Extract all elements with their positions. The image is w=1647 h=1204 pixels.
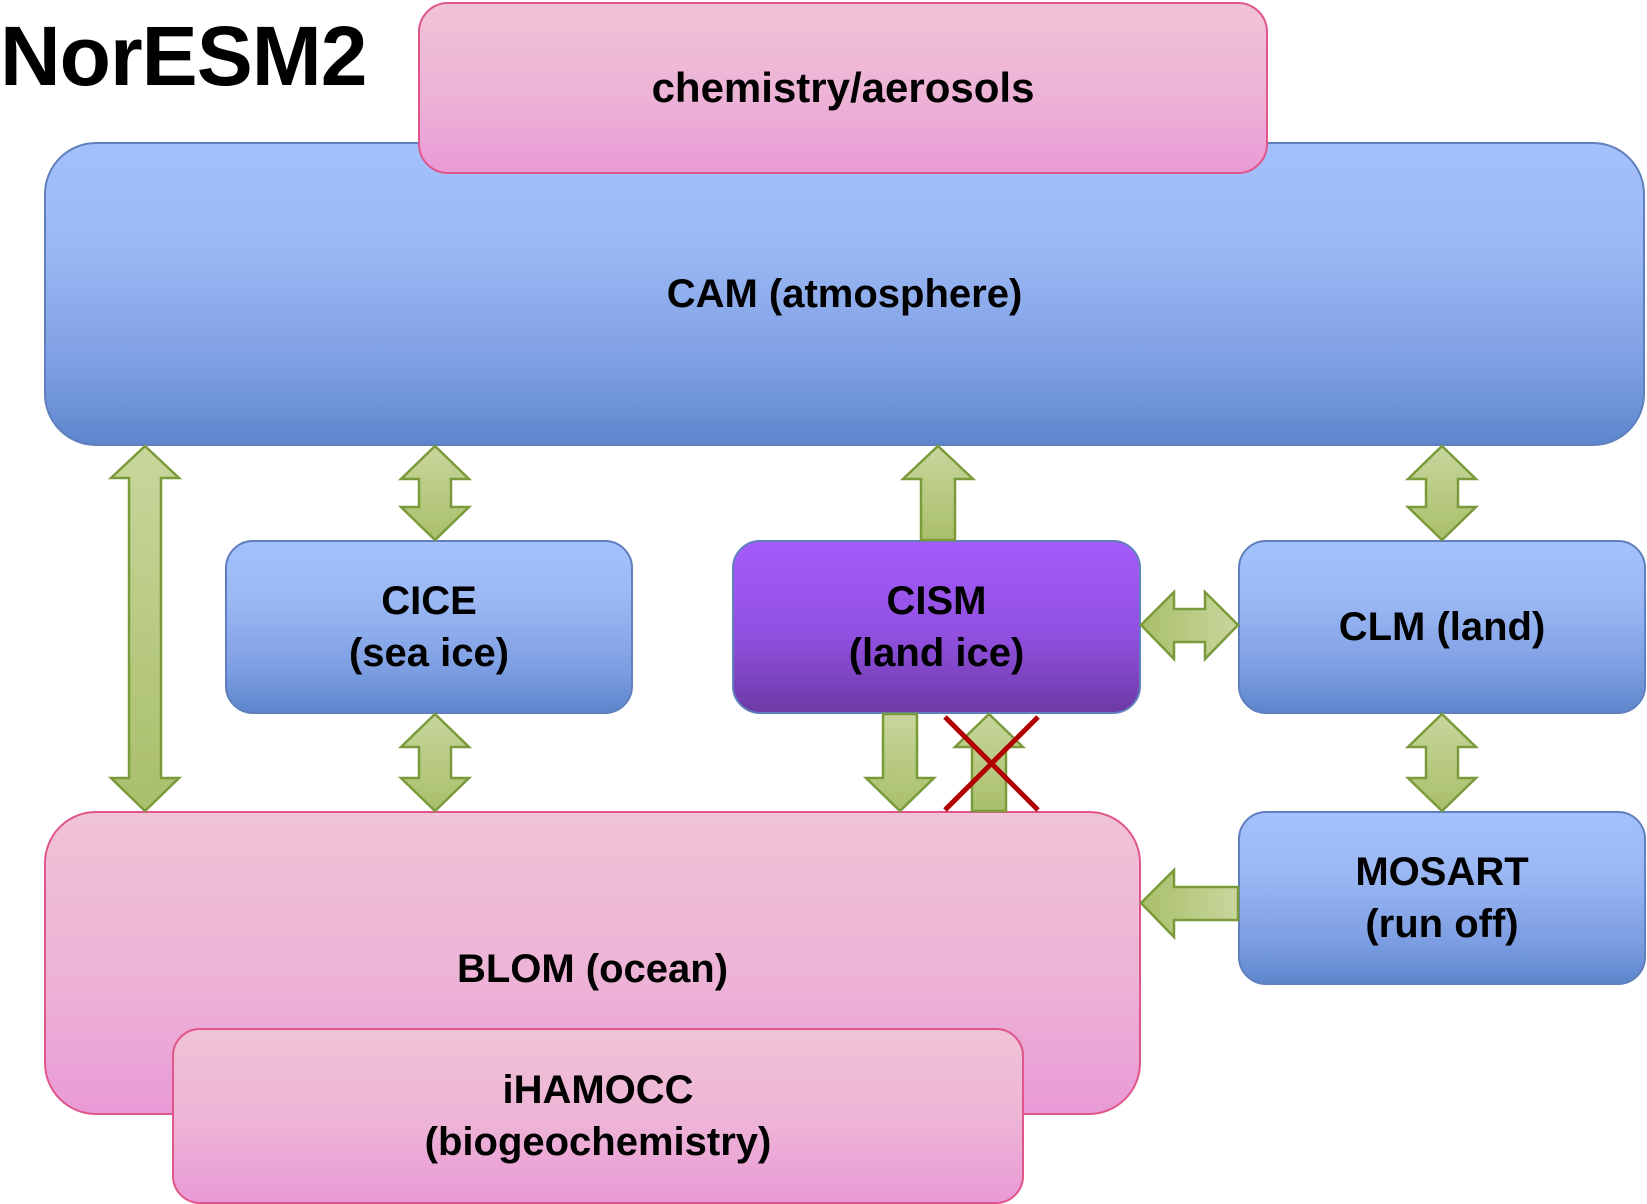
cism-land-ice-box: CISM (land ice): [732, 540, 1141, 714]
clm-label: CLM (land): [1338, 605, 1546, 649]
chemistry-aerosols-box: chemistry/aerosols: [418, 2, 1268, 174]
diagram-title: NorESM2: [0, 9, 367, 103]
arrow-cam-blom: [107, 444, 183, 813]
arrow-cam-clm: [1404, 444, 1480, 542]
cice-sea-ice-box: CICE (sea ice): [225, 540, 633, 714]
arrow-cism-to-cam: [899, 444, 977, 542]
mosart-name: MOSART: [1355, 850, 1529, 894]
arrow-mosart-to-blom: [1139, 866, 1240, 941]
blom-label: BLOM (ocean): [456, 947, 729, 991]
chemistry-label: chemistry/aerosols: [651, 63, 1035, 111]
cice-name: CICE: [381, 579, 477, 623]
cice-description: (sea ice): [348, 631, 510, 675]
arrow-cice-blom: [397, 712, 473, 813]
ihamocc-biogeochemistry-box: iHAMOCC (biogeochemistry): [172, 1028, 1024, 1204]
arrow-blom-to-cism-disabled: [951, 712, 1027, 813]
disabled-coupling-cross-icon: [943, 715, 1040, 812]
arrow-cism-to-blom: [862, 712, 938, 813]
ihamocc-description: (biogeochemistry): [424, 1120, 772, 1164]
ihamocc-name: iHAMOCC: [502, 1068, 694, 1112]
mosart-description: (run off): [1365, 902, 1519, 946]
arrow-cism-clm: [1139, 588, 1240, 663]
cism-description: (land ice): [848, 631, 1025, 675]
arrow-cam-cice: [397, 444, 473, 542]
arrow-clm-mosart: [1404, 712, 1480, 813]
cam-label: CAM (atmosphere): [666, 272, 1023, 316]
cism-name: CISM: [886, 579, 987, 623]
clm-land-box: CLM (land): [1238, 540, 1646, 714]
mosart-runoff-box: MOSART (run off): [1238, 811, 1646, 985]
cam-atmosphere-box: CAM (atmosphere): [44, 142, 1645, 446]
